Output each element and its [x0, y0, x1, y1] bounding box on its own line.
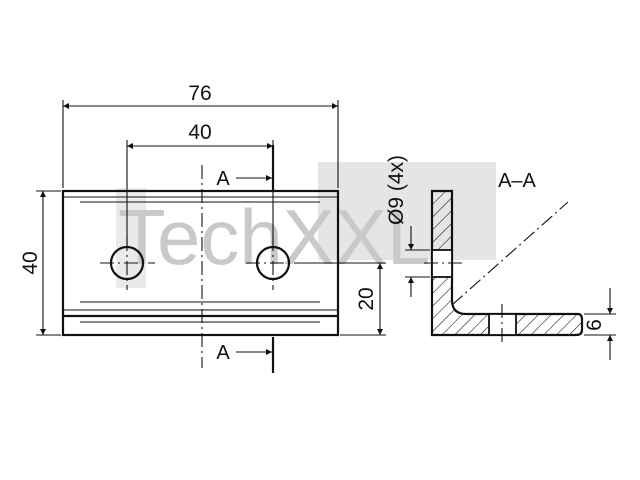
dimension-label-length: 76 [188, 82, 211, 105]
dimension-height: 40 [19, 190, 61, 336]
section-marker-top: A [216, 145, 275, 190]
dimension-thickness: 6 [583, 288, 616, 360]
dimension-label-spacing: 40 [188, 121, 211, 144]
dimension-hole-height: 20 [300, 262, 386, 336]
section-profile [430, 189, 584, 337]
watermark-box [318, 162, 496, 260]
watermark-text: TechXXL [118, 193, 430, 281]
section-diagonal-line [451, 201, 569, 306]
dimension-label-hole-height: 20 [355, 287, 378, 310]
dimension-hole-diameter: Ø9 (4x) [385, 155, 430, 297]
dimension-label-diameter: Ø9 (4x) [385, 155, 408, 225]
section-marker-label: A [216, 168, 230, 190]
section-marker-label: A [216, 342, 230, 364]
dimension-label-height: 40 [19, 251, 42, 274]
section-view: A–A [424, 170, 584, 343]
front-view [61, 165, 340, 368]
dimension-overall-length: 76 [62, 82, 339, 188]
section-marker-bottom: A [216, 337, 275, 373]
dimension-label-thickness: 6 [583, 319, 606, 331]
section-view-title: A–A [498, 170, 536, 192]
